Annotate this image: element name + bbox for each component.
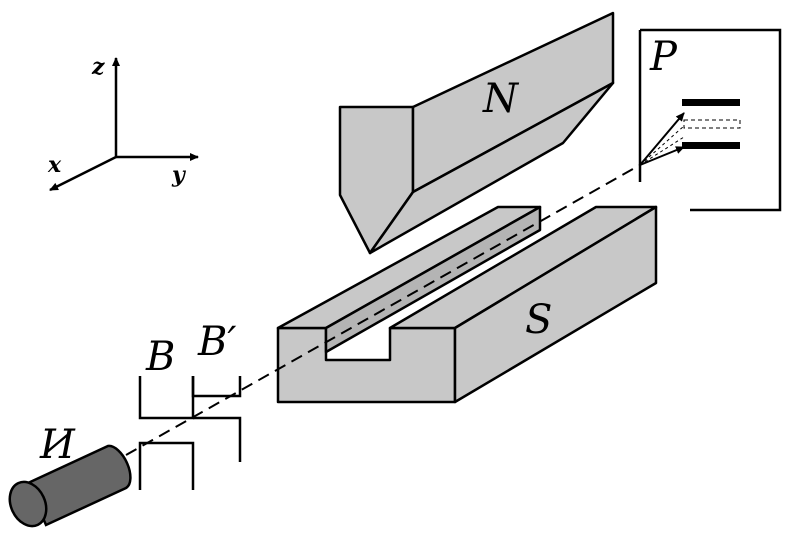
slit-b-prime [191, 376, 242, 462]
south-magnet-label: S [525, 297, 552, 343]
source-label: И [39, 422, 76, 468]
atomic-beam [125, 112, 685, 456]
classical-beam-lower [639, 136, 685, 166]
x-axis [49, 155, 117, 192]
upper-split-beam [639, 112, 685, 166]
slit-b-upper [138, 376, 195, 420]
south-magnet-front [276, 326, 457, 404]
slit-b-label: B [145, 334, 175, 380]
lower-split-beam [639, 146, 685, 166]
source-end-cap [8, 480, 48, 528]
plate-frame [640, 28, 782, 212]
coordinate-axes [49, 57, 199, 192]
lower-deposit-bar [682, 142, 740, 149]
slit-b-lower [138, 441, 195, 490]
source-cylinder [8, 444, 132, 528]
north-magnet-label: N [482, 76, 520, 122]
source-body [26, 444, 132, 527]
classical-beam-upper [639, 125, 685, 166]
beam-line [125, 164, 641, 456]
y-axis-label: y [171, 162, 187, 188]
classical-deposit-outline [683, 119, 741, 129]
south-magnet-groove-wall [324, 205, 542, 354]
plate-label: P [649, 34, 678, 80]
z-axis-label: z [91, 54, 105, 80]
slit-b-prime-label: B′ [197, 319, 236, 365]
upper-deposit-bar [682, 99, 740, 106]
detector-plate [638, 28, 782, 212]
north-magnet-bottom [368, 81, 615, 255]
slit-b-prime-lower [193, 416, 242, 462]
x-axis-label: x [47, 152, 62, 178]
south-magnet-side [453, 205, 658, 404]
south-magnet [276, 205, 658, 404]
north-magnet [338, 11, 615, 255]
slit-b-prime-upper [191, 376, 242, 398]
